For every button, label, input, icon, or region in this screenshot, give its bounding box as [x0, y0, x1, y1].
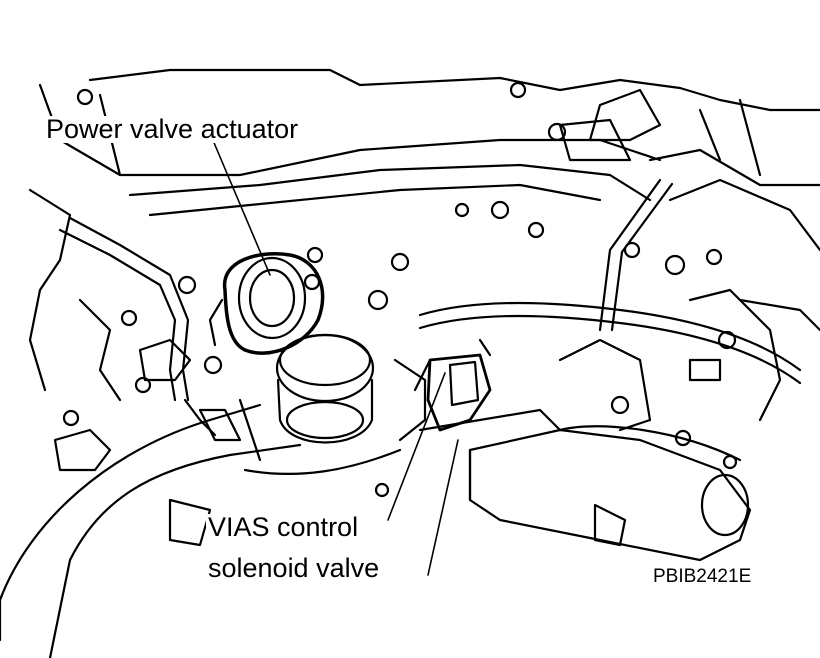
leader-vias-2: [427, 439, 459, 576]
power-valve-actuator-part: [208, 252, 325, 355]
leader-lines: [211, 137, 459, 576]
vias-solenoid-valve-part: [393, 338, 492, 442]
lower-hose-left: [0, 398, 402, 658]
intake-manifold-outline: [38, 68, 820, 252]
lower-pipe-right: [418, 408, 752, 562]
bolts: [62, 81, 738, 498]
leader-power-valve: [211, 137, 271, 276]
vias-control-label-line1: VIAS control: [206, 512, 361, 542]
vacuum-tube: [58, 178, 802, 437]
leader-vias-1: [387, 372, 446, 521]
engine-right-detail: [558, 288, 820, 547]
vias-control-label-line2: solenoid valve: [206, 553, 382, 583]
engine-block-detail: [28, 188, 212, 547]
filler-cap: [275, 333, 375, 444]
figure-code: PBIB2421E: [653, 566, 752, 587]
power-valve-actuator-label: Power valve actuator: [44, 114, 301, 144]
